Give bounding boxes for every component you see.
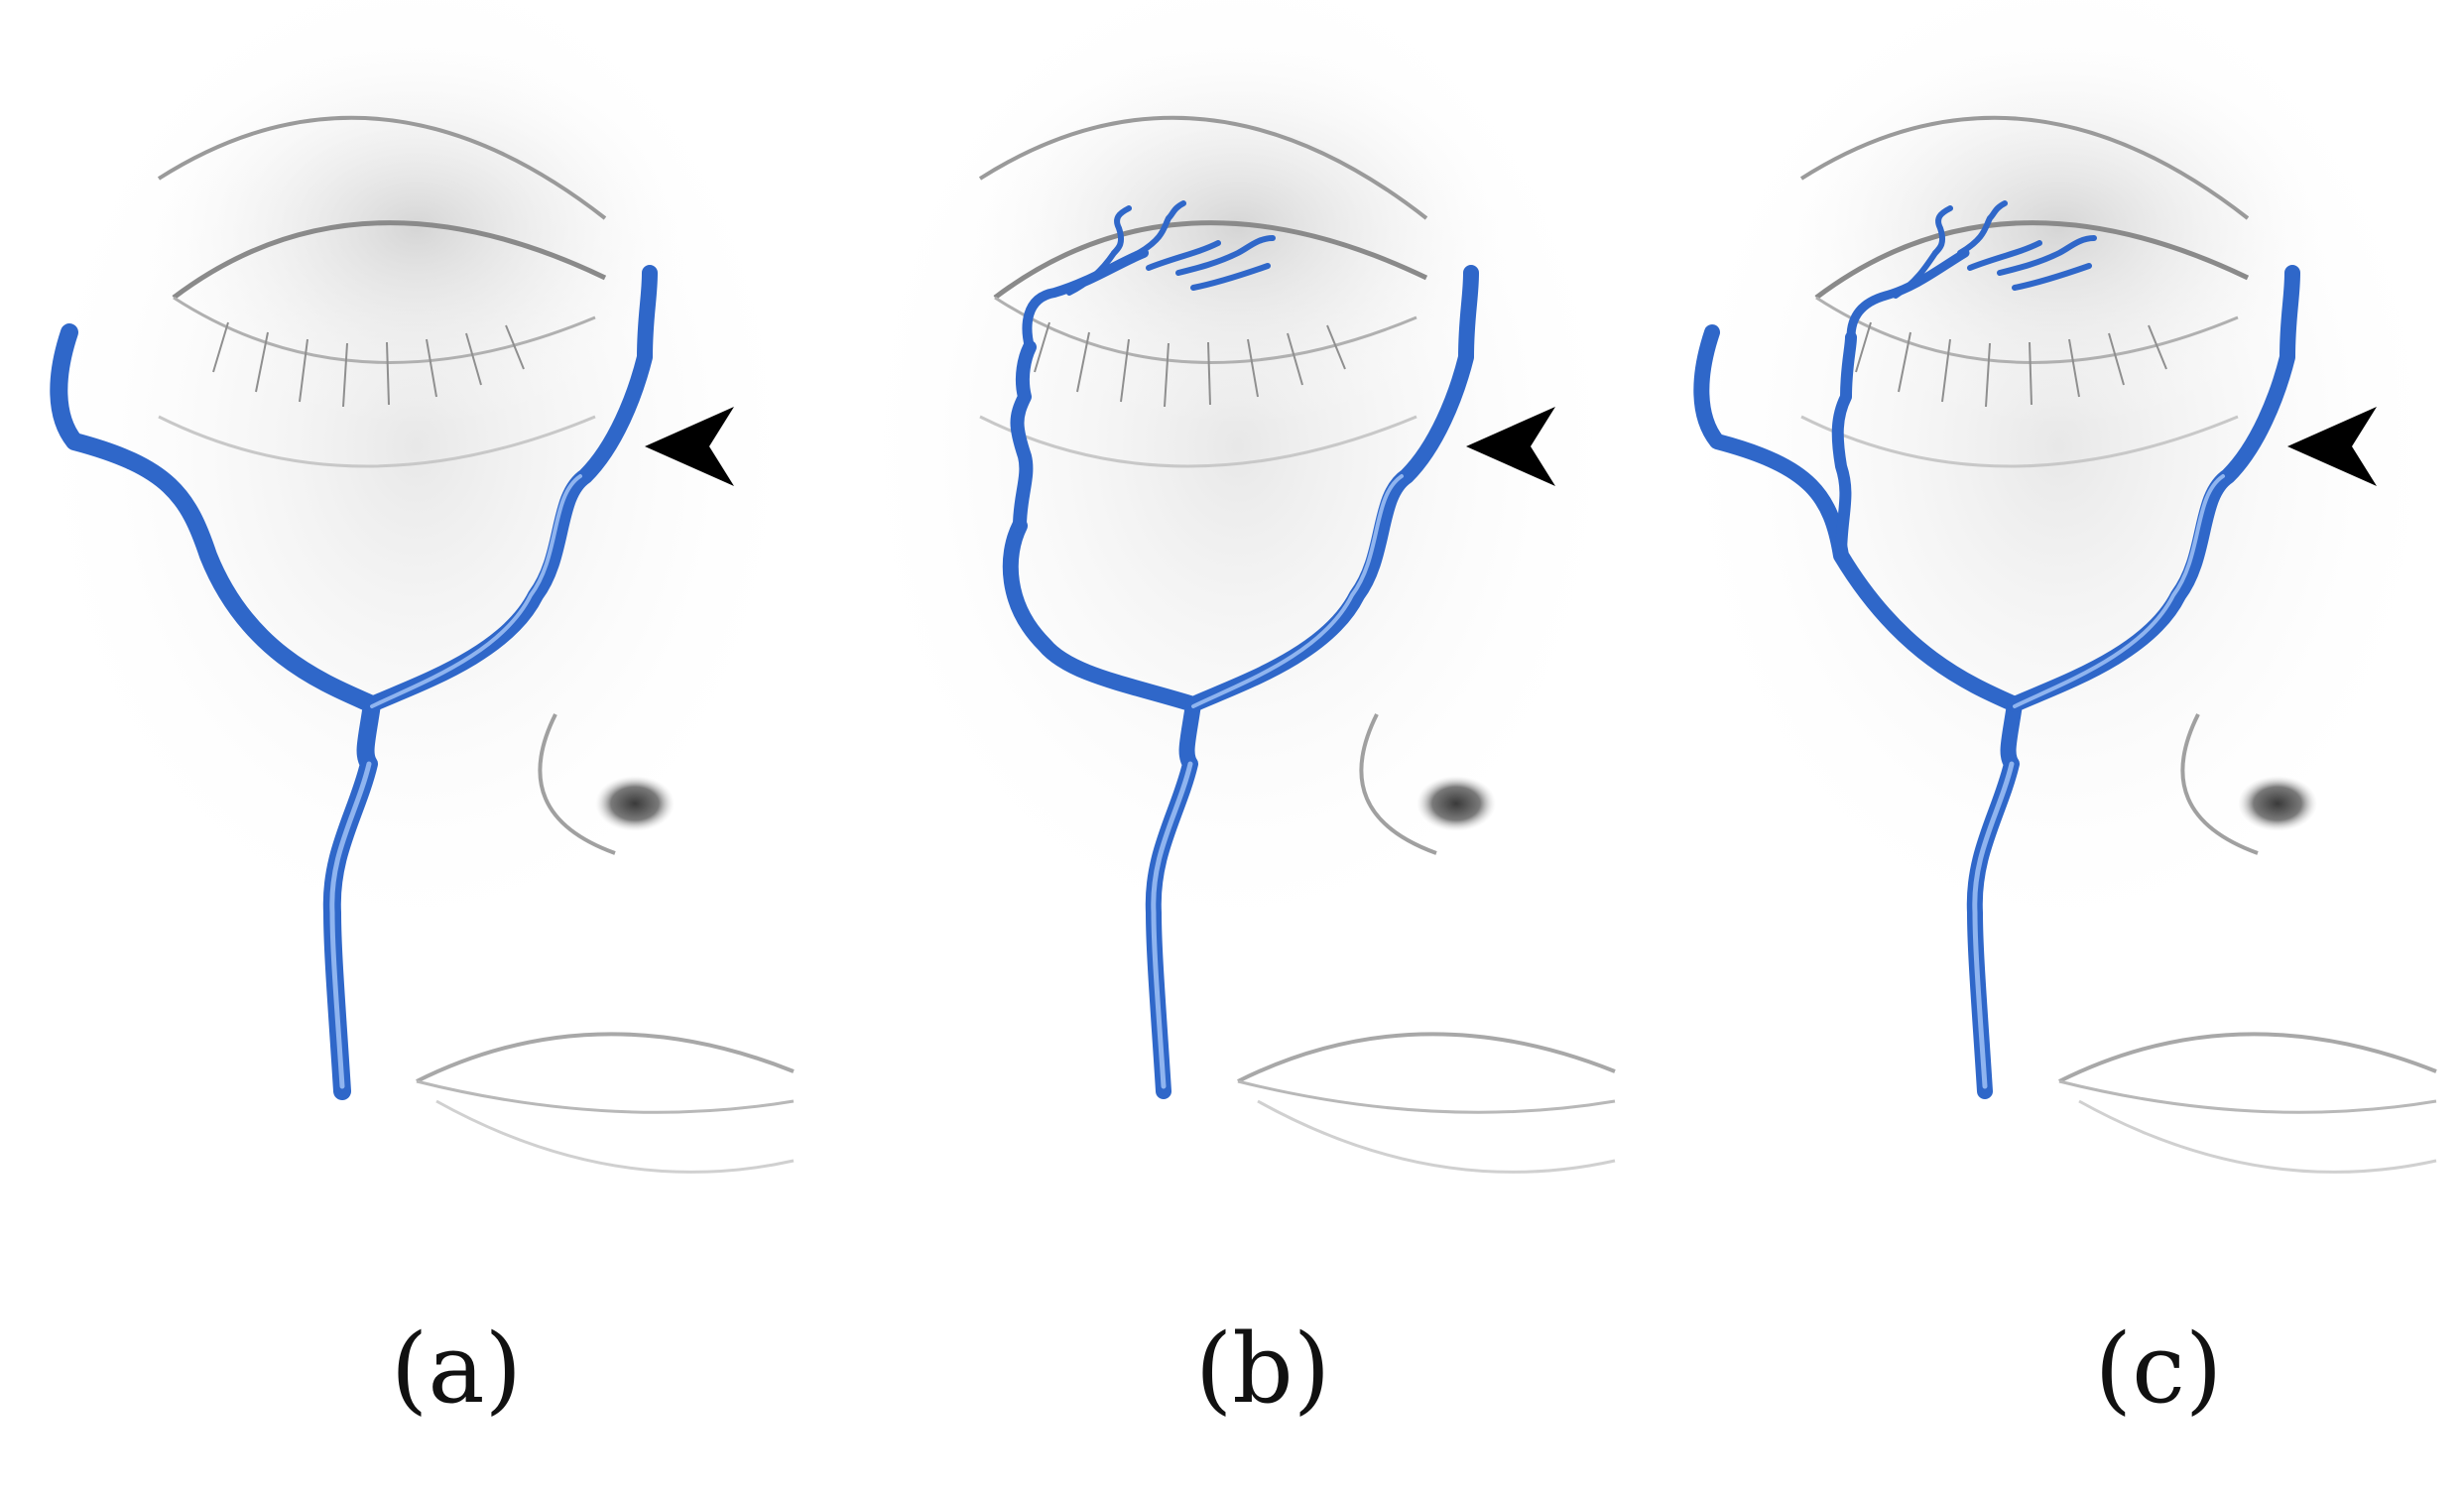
- black-arrowhead-icon: [1466, 407, 1555, 486]
- panel-b: (b): [821, 0, 1643, 1498]
- black-arrowhead-icon: [645, 407, 734, 486]
- facial-vein-a: [50, 265, 658, 1100]
- face-illustration-b: [841, 0, 1635, 1174]
- panel-a: (a): [0, 0, 821, 1498]
- face-illustration-a: [20, 0, 813, 1174]
- face-illustration-c: [1663, 0, 2456, 1174]
- black-arrowhead-icon: [2287, 407, 2377, 486]
- facial-vein-c: [1693, 200, 2300, 1099]
- panel-label-c: (c): [2094, 1313, 2223, 1425]
- panel-c: (c): [1643, 0, 2464, 1498]
- panel-label-a: (a): [390, 1313, 523, 1425]
- facial-vein-b: [1002, 200, 1479, 1099]
- panel-label-b: (b): [1194, 1313, 1331, 1425]
